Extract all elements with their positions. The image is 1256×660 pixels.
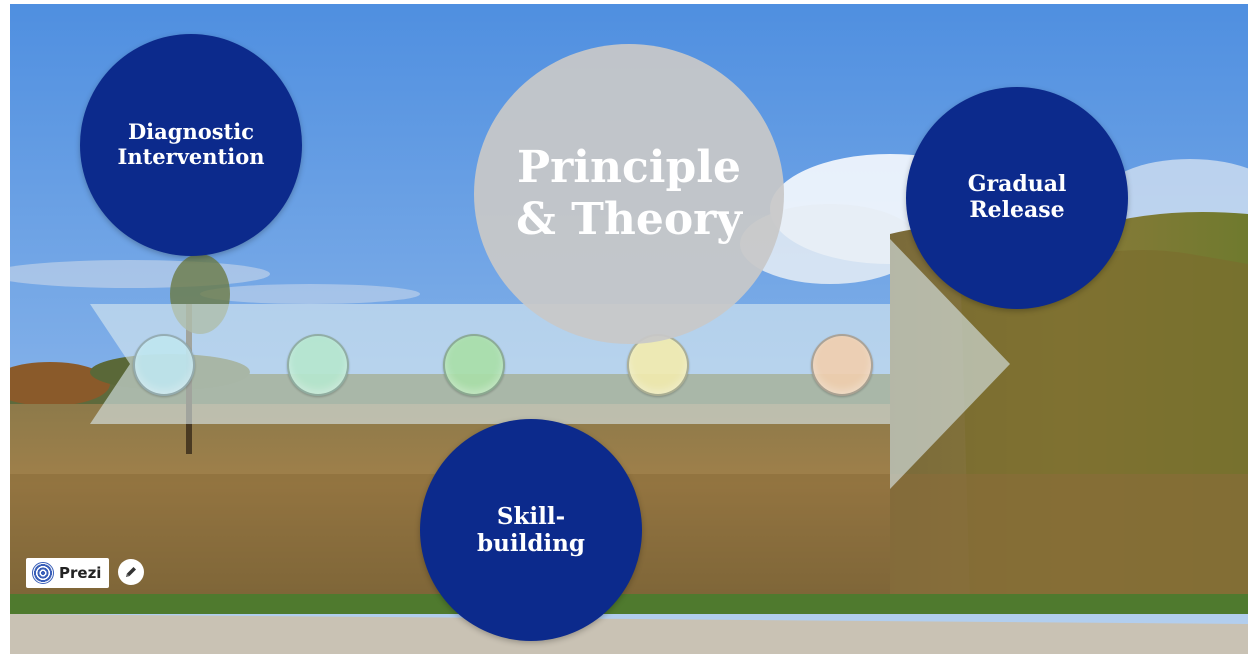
prezi-canvas: Principle & Theory Diagnostic Interventi… — [10, 4, 1248, 654]
prezi-logo-icon — [32, 562, 54, 584]
principle-theory-label: Principle & Theory — [516, 142, 742, 245]
prezi-label: Prezi — [59, 564, 102, 582]
skill-building-topic[interactable]: Skill- building — [420, 419, 642, 641]
timeline-step-3[interactable] — [443, 334, 505, 396]
gradual-release-topic[interactable]: Gradual Release — [906, 87, 1128, 309]
diagnostic-intervention-topic[interactable]: Diagnostic Intervention — [80, 34, 302, 256]
prezi-badge[interactable]: Prezi — [26, 558, 110, 588]
diagnostic-intervention-label: Diagnostic Intervention — [117, 119, 265, 169]
edit-button[interactable] — [118, 559, 144, 585]
timeline-step-2[interactable] — [287, 334, 349, 396]
timeline-step-1[interactable] — [133, 334, 195, 396]
skill-building-label: Skill- building — [477, 502, 585, 557]
timeline-step-4[interactable] — [627, 334, 689, 396]
timeline-step-5[interactable] — [811, 334, 873, 396]
timeline-arrow — [90, 239, 1010, 489]
gradual-release-label: Gradual Release — [967, 171, 1067, 223]
principle-theory-topic[interactable]: Principle & Theory — [474, 44, 784, 344]
pencil-icon — [126, 567, 136, 577]
